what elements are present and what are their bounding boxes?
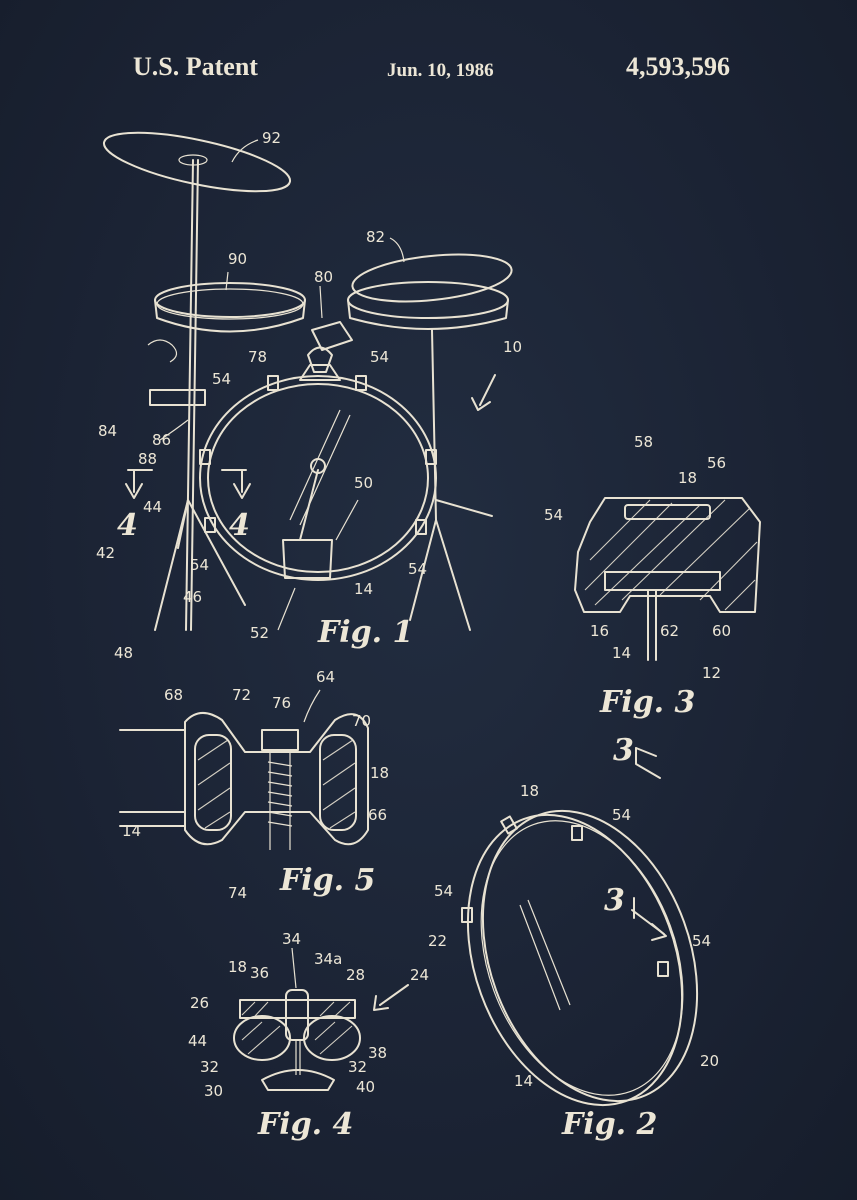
ref-label: 50 [354, 474, 373, 492]
figure-2-drum-head [461, 809, 699, 1107]
patent-number: 4,593,596 [626, 52, 730, 81]
ref-label: 54 [612, 806, 631, 824]
ref-label: 30 [204, 1082, 223, 1100]
ref-label: 32 [348, 1058, 367, 1076]
ref-label: 32 [200, 1058, 219, 1076]
ref-label: 64 [316, 668, 335, 686]
section-arrow-icon [635, 747, 661, 779]
ref-label: 16 [590, 622, 609, 640]
ref-label: 24 [410, 966, 429, 984]
ref-label: 44 [188, 1032, 207, 1050]
ref-label: 18 [678, 469, 697, 487]
ref-label: 54 [692, 932, 711, 950]
ref-label: 74 [228, 884, 247, 902]
figure-5-labels: 68 72 76 64 70 18 66 14 74 [122, 668, 389, 902]
ref-label: 72 [232, 686, 251, 704]
patent-title: U.S. Patent [133, 52, 258, 81]
figure-3-labels: 58 18 56 54 16 62 60 14 12 [544, 433, 731, 682]
patent-date: Jun. 10, 1986 [387, 60, 494, 81]
ref-label: 14 [612, 644, 631, 662]
ref-label: 40 [356, 1078, 375, 1096]
ref-label: 36 [250, 964, 269, 982]
ref-label: 14 [354, 580, 373, 598]
ref-label: 92 [262, 129, 281, 147]
ref-label: 10 [503, 338, 522, 356]
ref-label: 66 [368, 806, 387, 824]
ref-label: 48 [114, 644, 133, 662]
ref-label: 18 [370, 764, 389, 782]
ref-label: 12 [702, 664, 721, 682]
ref-label: 84 [98, 422, 117, 440]
ref-label: 54 [434, 882, 453, 900]
ref-label: 54 [190, 556, 209, 574]
ref-label: 62 [660, 622, 679, 640]
section-marker-3-fig2: 3 [604, 883, 625, 918]
ref-label: 58 [634, 433, 653, 451]
section-marker-4-left: 4 [117, 508, 138, 543]
ref-label: 70 [352, 712, 371, 730]
figure-5-lug-detail [119, 689, 369, 850]
section-marker-4-right: 4 [229, 508, 250, 543]
ref-label: 28 [346, 966, 365, 984]
ref-label: 46 [183, 588, 202, 606]
section-flag-icon [635, 747, 657, 757]
ref-label: 54 [212, 370, 231, 388]
figure-3-caption: Fig. 3 [599, 685, 695, 720]
ref-label: 56 [707, 454, 726, 472]
ref-label: 18 [520, 782, 539, 800]
ref-label: 34a [314, 950, 342, 968]
ref-label: 20 [700, 1052, 719, 1070]
ref-label: 90 [228, 250, 247, 268]
figure-5-caption: Fig. 5 [279, 863, 375, 898]
ref-label: 76 [272, 694, 291, 712]
figure-4-clamp-detail [233, 947, 409, 1091]
figure-1-caption: Fig. 1 [317, 615, 413, 650]
ref-label: 54 [370, 348, 389, 366]
ref-label: 88 [138, 450, 157, 468]
ref-label: 82 [366, 228, 385, 246]
section-marker-3-fig3: 3 [613, 733, 634, 768]
figure-4-labels: 34 18 36 34a 28 24 26 44 38 32 32 30 40 [188, 930, 429, 1100]
ref-label: 26 [190, 994, 209, 1012]
ref-label: 52 [250, 624, 269, 642]
ref-label: 60 [712, 622, 731, 640]
ref-label: 38 [368, 1044, 387, 1062]
ref-label: 22 [428, 932, 447, 950]
figure-3-rim-section [574, 497, 761, 661]
ref-label: 14 [122, 822, 141, 840]
figure-1-drum-kit [102, 131, 513, 631]
figure-2-caption: Fig. 2 [561, 1107, 657, 1142]
ref-label: 80 [314, 268, 333, 286]
ref-label: 34 [282, 930, 301, 948]
figure-2-labels: 18 54 54 22 54 20 14 [428, 782, 719, 1090]
ref-label: 42 [96, 544, 115, 562]
ref-label: 14 [514, 1072, 533, 1090]
ref-label: 54 [544, 506, 563, 524]
figure-1-labels: 92 90 82 80 78 54 54 10 84 86 88 50 44 4… [96, 129, 522, 662]
ref-label: 44 [143, 498, 162, 516]
figure-4-caption: Fig. 4 [257, 1107, 353, 1142]
ref-label: 54 [408, 560, 427, 578]
ref-label: 78 [248, 348, 267, 366]
ref-label: 18 [228, 958, 247, 976]
ref-label: 68 [164, 686, 183, 704]
ref-label: 86 [152, 431, 171, 449]
